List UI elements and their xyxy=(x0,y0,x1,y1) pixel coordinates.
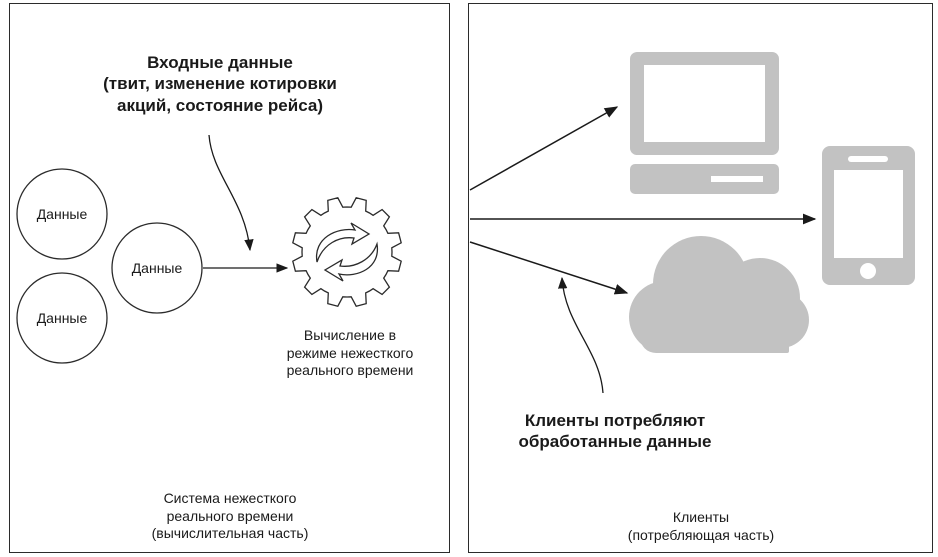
gear-outline xyxy=(292,197,402,307)
refresh-arrows-icon xyxy=(316,222,378,282)
data-circle-2 xyxy=(111,222,203,314)
input-to-compute-arrow xyxy=(208,134,254,252)
desktop-computer-icon xyxy=(630,52,779,194)
left-footer-line-1: Система нежесткого xyxy=(163,490,297,506)
clients-caption: Клиенты потребляют обработанные данные xyxy=(495,410,735,453)
input-data-title: Входные данные (твит, изменение котировк… xyxy=(60,52,380,116)
left-footer-line-2: реального времени xyxy=(166,507,294,524)
compute-label-line-2: режиме нежесткого xyxy=(286,344,414,361)
left-footer-line-3: (вычислительная часть) xyxy=(151,525,309,541)
data-circle-1 xyxy=(16,168,108,260)
input-title-line-1: Входные данные xyxy=(147,53,293,72)
data-circle-label-3: Данные xyxy=(36,310,88,326)
compute-label-line-3: реального времени xyxy=(286,362,414,378)
right-footer-line-1: Клиенты xyxy=(672,509,730,525)
clients-caption-line-2: обработанные данные xyxy=(518,432,712,452)
gear-icon xyxy=(292,197,402,307)
caption-arrow xyxy=(558,276,604,394)
clients-caption-line-1: Клиенты потребляют xyxy=(524,411,706,430)
to-cloud-arrow xyxy=(469,241,629,295)
left-panel-footer: Система нежесткого реального времени (вы… xyxy=(120,490,340,543)
data-circle-label-1: Данные xyxy=(36,206,88,222)
compute-label: Вычисление в режиме нежесткого реального… xyxy=(270,327,430,380)
data-circle-label-2: Данные xyxy=(131,260,183,276)
input-title-line-3: акций, состояние рейса) xyxy=(117,95,323,115)
input-title-line-2: (твит, изменение котировки xyxy=(103,74,337,94)
data-circle-3 xyxy=(16,272,108,364)
cloud-icon xyxy=(629,236,809,353)
right-footer-line-2: (потребляющая часть) xyxy=(627,526,775,543)
right-panel-footer: Клиенты (потребляющая часть) xyxy=(596,509,806,544)
mobile-phone-icon xyxy=(822,146,915,285)
to-desktop-arrow xyxy=(469,106,619,191)
compute-label-line-1: Вычисление в xyxy=(303,327,397,343)
